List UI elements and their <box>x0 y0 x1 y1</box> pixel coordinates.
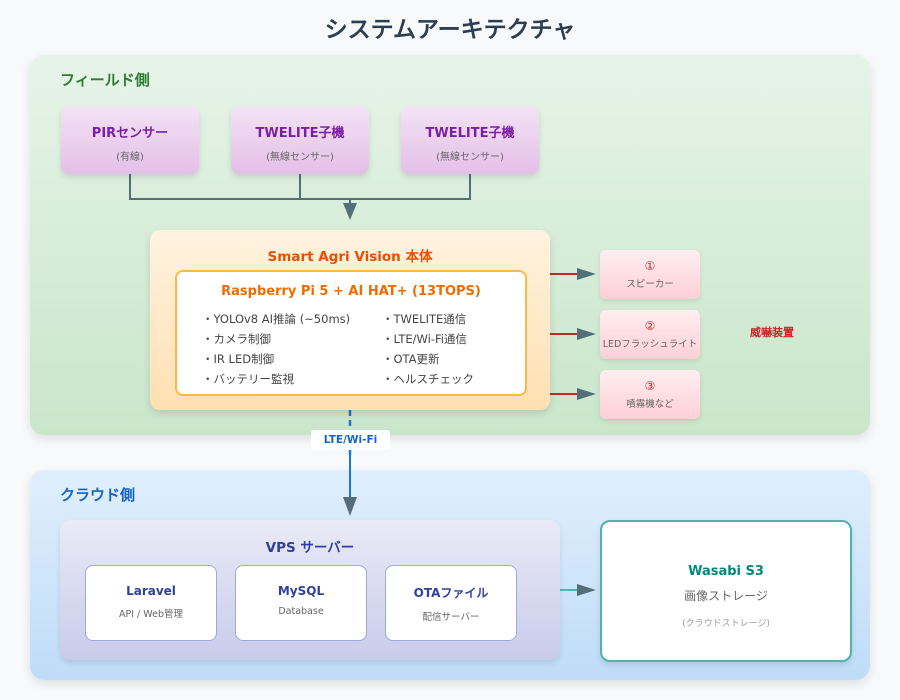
storage-note: (クラウドストレージ) <box>682 619 770 629</box>
feature-item: ・IR LED制御 <box>202 352 275 366</box>
threat-number: ② <box>644 319 656 333</box>
raspberry-pi-title: Raspberry Pi 5 + AI HAT+ (13TOPS) <box>221 284 481 299</box>
cloud-zone-label: クラウド側 <box>60 486 136 504</box>
vps-title: VPS サーバー <box>265 540 355 556</box>
threat-number: ③ <box>644 379 656 393</box>
service-title: MySQL <box>277 584 325 598</box>
storage-subtitle: 画像ストレージ <box>684 589 768 603</box>
threat-led-flash: ② LEDフラッシュライト <box>600 310 700 359</box>
main-unit-title: Smart Agri Vision 本体 <box>267 249 433 265</box>
threat-label: 噴霧機など <box>626 399 674 410</box>
service-title: Laravel <box>126 584 176 598</box>
feature-item: ・カメラ制御 <box>202 332 271 346</box>
feature-item: ・バッテリー監視 <box>202 372 294 386</box>
sensor-subtitle: (無線センサー) <box>266 152 334 163</box>
main-unit-box: Smart Agri Vision 本体 Raspberry Pi 5 + AI… <box>150 230 550 410</box>
threat-group-label: 威嚇装置 <box>750 326 794 339</box>
storage-title: Wasabi S3 <box>688 564 764 579</box>
feature-item: ・OTA更新 <box>382 352 440 366</box>
feature-item: ・LTE/Wi-Fi通信 <box>382 332 467 346</box>
service-subtitle: 配信サーバー <box>422 612 480 623</box>
threat-label: LEDフラッシュライト <box>602 339 698 350</box>
sensor-title: TWELITE子機 <box>255 126 345 141</box>
page-title: システムアーキテクチャ <box>324 17 576 43</box>
sensor-twelite-2: TWELITE子機 (無線センサー) <box>401 106 539 174</box>
sensor-twelite-1: TWELITE子機 (無線センサー) <box>231 106 369 174</box>
service-ota: OTAファイル 配信サーバー <box>385 565 517 641</box>
lte-link-label: LTE/Wi-Fi <box>311 430 390 450</box>
threat-speaker: ① スピーカー <box>600 250 700 299</box>
service-title: OTAファイル <box>413 586 489 600</box>
service-subtitle: API / Web管理 <box>119 609 183 620</box>
threat-sprayer: ③ 噴霧機など <box>600 370 700 419</box>
feature-item: ・YOLOv8 AI推論 (~50ms) <box>202 312 351 326</box>
sensor-subtitle: (無線センサー) <box>436 152 504 163</box>
service-mysql: MySQL Database <box>235 565 367 641</box>
sensor-pir: PIRセンサー (有線) <box>61 106 199 174</box>
vps-server-box: VPS サーバー Laravel API / Web管理 MySQL Datab… <box>60 520 560 660</box>
service-subtitle: Database <box>278 606 324 617</box>
threat-label: スピーカー <box>626 279 674 290</box>
wasabi-storage-box: Wasabi S3 画像ストレージ (クラウドストレージ) <box>600 520 852 662</box>
sensor-subtitle: (有線) <box>116 152 144 163</box>
raspberry-pi-box: Raspberry Pi 5 + AI HAT+ (13TOPS) ・YOLOv… <box>175 270 527 396</box>
sensor-title: TWELITE子機 <box>425 126 515 141</box>
feature-item: ・TWELITE通信 <box>382 312 467 326</box>
sensor-title: PIRセンサー <box>91 126 169 141</box>
service-laravel: Laravel API / Web管理 <box>85 565 217 641</box>
threat-number: ① <box>644 259 656 273</box>
feature-item: ・ヘルスチェック <box>382 372 474 386</box>
field-zone-label: フィールド側 <box>60 71 150 89</box>
